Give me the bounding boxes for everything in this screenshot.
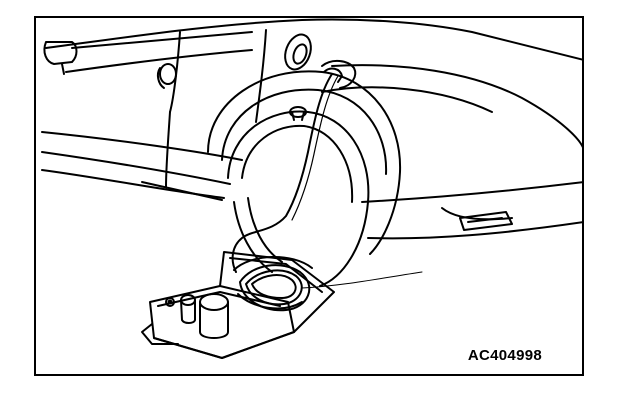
body-rocker xyxy=(41,151,231,185)
gauge xyxy=(165,297,175,307)
rear-quarter xyxy=(331,64,582,149)
valve-cap xyxy=(284,33,312,71)
car-roofline xyxy=(45,18,582,61)
valve-cap-inner xyxy=(292,43,308,65)
tire-inner xyxy=(241,124,354,203)
coiled-hose-3 xyxy=(251,274,297,299)
coiled-hose-1 xyxy=(239,264,311,312)
door-rear-edge xyxy=(255,29,267,123)
door-handle-recess xyxy=(156,67,165,89)
side-mirror xyxy=(43,41,78,65)
coiled-hose-4 xyxy=(233,256,313,271)
compressor-body xyxy=(199,301,229,339)
body-belt-line xyxy=(41,131,243,161)
rear-fender-line xyxy=(321,86,493,113)
wheel-valve-stem xyxy=(291,111,305,121)
side-mirror-stem xyxy=(61,63,65,75)
coiled-hose-5 xyxy=(237,293,303,310)
figure-code: AC404998 xyxy=(467,347,542,364)
wheel-arch-outer xyxy=(207,70,402,255)
compressor-top xyxy=(199,293,229,311)
tire-tread-1 xyxy=(233,201,273,273)
gauge-inner xyxy=(167,299,173,305)
door-handle xyxy=(159,63,177,85)
kit-case-lid xyxy=(219,251,335,333)
kit-case-rim xyxy=(157,291,281,307)
figure-frame: AC404998 xyxy=(34,16,584,376)
wheel-arch-inner xyxy=(221,88,388,175)
valve-stem-holder xyxy=(323,67,343,83)
door-line xyxy=(165,111,171,188)
wheel-valve xyxy=(289,106,307,118)
rear-bumper-upper xyxy=(361,181,582,203)
car-tire-repair-kit-illustration xyxy=(41,18,582,359)
sealant-body xyxy=(180,299,196,324)
kit-handle xyxy=(141,323,179,345)
fender-opening xyxy=(321,60,357,89)
coiled-hose-2 xyxy=(245,269,303,306)
air-hose-shadow xyxy=(291,75,339,221)
ground-shadow xyxy=(301,271,423,289)
body-sill xyxy=(141,181,223,201)
reflector-inner xyxy=(467,217,503,223)
reflector xyxy=(459,211,513,231)
tire-outer xyxy=(227,110,370,287)
air-hose xyxy=(231,73,333,273)
rear-bumper-lower xyxy=(367,221,582,240)
window-frame xyxy=(71,31,253,49)
window-lower xyxy=(65,49,253,73)
